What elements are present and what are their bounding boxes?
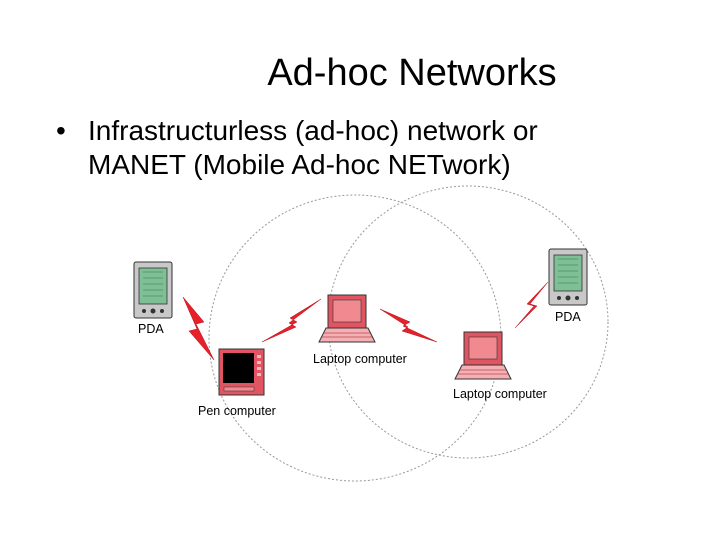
bullet-dot: • bbox=[56, 115, 66, 146]
bullet-list: • Infrastructurless (ad-hoc) network or … bbox=[56, 114, 696, 182]
laptop-icon bbox=[454, 331, 512, 380]
pda-icon bbox=[133, 261, 173, 319]
laptop-icon bbox=[318, 294, 376, 343]
laptop-right-device: Laptop computer bbox=[453, 331, 547, 401]
pen-computer-label: Pen computer bbox=[198, 404, 276, 418]
pda-left-label: PDA bbox=[138, 322, 164, 336]
bullet-line-1: Infrastructurless (ad-hoc) network or bbox=[88, 115, 538, 146]
pda-right-label: PDA bbox=[555, 310, 581, 324]
laptop-center-label: Laptop computer bbox=[313, 352, 407, 366]
wireless-link-icon bbox=[182, 296, 215, 361]
wireless-link-icon bbox=[261, 298, 322, 343]
slide-title: Ad-hoc Networks bbox=[267, 52, 557, 94]
wireless-link-icon bbox=[379, 308, 438, 343]
laptop-right-label: Laptop computer bbox=[453, 387, 547, 401]
wireless-link-icon bbox=[514, 281, 549, 329]
bullet-line-2: MANET (Mobile Ad-hoc NETwork) bbox=[88, 149, 511, 180]
pda-icon bbox=[548, 248, 588, 306]
pen-computer-device: Pen computer bbox=[198, 348, 276, 418]
pen-computer-icon bbox=[218, 348, 265, 396]
laptop-center-device: Laptop computer bbox=[313, 294, 407, 366]
pda-right-device: PDA bbox=[548, 248, 588, 324]
pda-left-device: PDA bbox=[133, 261, 173, 336]
